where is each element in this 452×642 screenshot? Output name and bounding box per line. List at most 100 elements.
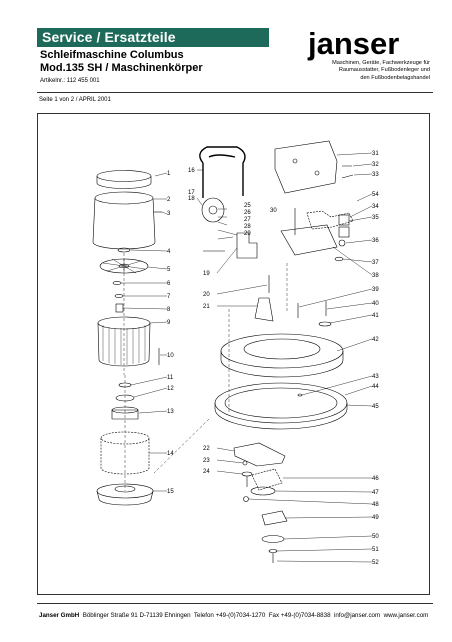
- callout: 39: [372, 287, 379, 293]
- callout: 1: [167, 171, 171, 177]
- part-motor-cover: [92, 197, 156, 250]
- callout: 40: [372, 301, 379, 307]
- callout: 17: [188, 190, 195, 196]
- footer-fax: Fax +49-(0)7034-8838: [268, 612, 331, 619]
- callouts-right: 31 32 33 54 34 35 36 37 38 39 40 41 42 4…: [372, 151, 379, 566]
- callout: 49: [372, 515, 379, 521]
- callout: 45: [372, 404, 379, 410]
- callout: 3: [167, 211, 171, 217]
- brand-description: Maschinen, Geräte, Fachwerkzeuge für Rau…: [280, 60, 430, 82]
- part-bracket-31: [274, 140, 338, 194]
- part-disc-47: [250, 486, 276, 496]
- part-ground-36: [338, 239, 346, 247]
- part-nut-6: [112, 281, 122, 285]
- title-line-2: Mod.135 SH / Maschinenkörper: [40, 62, 203, 74]
- leader-lines-right: [248, 152, 373, 563]
- callout: 20: [203, 292, 210, 298]
- part-washer-24: [241, 471, 253, 477]
- callout: 11: [167, 375, 174, 381]
- callout: 36: [372, 238, 379, 244]
- bracket-hole: [314, 170, 320, 176]
- part-guard-ring-45: [214, 403, 348, 430]
- callout: 24: [203, 469, 210, 475]
- part-motor-housing-ribs: [102, 325, 146, 365]
- callout: 35: [372, 215, 379, 221]
- callout: 43: [372, 374, 379, 380]
- leader-lines-left: [121, 172, 168, 492]
- callout: 34: [372, 204, 379, 210]
- callout: 22: [203, 446, 210, 452]
- callout: 54: [372, 192, 379, 198]
- part-stator-14: [100, 438, 150, 475]
- part-switch-box-38: [280, 224, 338, 256]
- construction-lines: [123, 253, 288, 491]
- callout: 23: [203, 458, 210, 464]
- callout: 15: [167, 489, 174, 495]
- footer-email[interactable]: info@janser.com: [333, 612, 381, 619]
- callout: 14: [167, 451, 174, 457]
- footer: Janser GmbH Böblinger Straße 91 D-71139 …: [39, 612, 428, 619]
- part-cap-ring-side: [96, 176, 152, 189]
- brand-desc-line: den Fußbodenbelagshandel: [360, 74, 430, 81]
- header-rule: [37, 92, 433, 93]
- callout: 5: [167, 267, 171, 273]
- callout: 30: [270, 208, 277, 214]
- footer-phone: Telefon +49-(0)7034-1270: [193, 612, 266, 619]
- footer-rule: [37, 603, 433, 604]
- article-number: Artikelnr.: 112 455 001: [40, 78, 100, 84]
- logo-text: janser: [307, 26, 399, 61]
- footer-company: Janser GmbH: [39, 612, 80, 619]
- callout: 6: [167, 281, 171, 287]
- part-housing-side-42: [220, 351, 344, 378]
- callout: 29: [244, 231, 251, 237]
- part-stator-14-top: [100, 431, 150, 445]
- diagram-frame: [37, 113, 430, 595]
- callout: 48: [372, 502, 379, 508]
- callout: 47: [372, 490, 379, 496]
- part-terminal-block: [236, 232, 258, 259]
- part-plate-22: [233, 442, 286, 467]
- bracket-hole: [292, 158, 298, 164]
- part-rotor-13: [111, 409, 139, 420]
- part-screw-43: [297, 393, 303, 397]
- callout: 46: [372, 476, 379, 482]
- footer-web[interactable]: www.janser.com: [383, 612, 429, 619]
- part-clamp-50: [261, 510, 288, 526]
- callout: 4: [167, 249, 171, 255]
- part-bearing-8: [115, 303, 124, 313]
- callout: 51: [372, 547, 379, 553]
- header-band: Service / Ersatzteile: [37, 28, 269, 47]
- part-disc-51: [261, 535, 285, 543]
- part-bracket-46: [251, 468, 283, 491]
- exploded-parts-diagram: 1 2 3 4 5 6 7 8 9 10 11 12 13 14 15 16 1…: [92, 140, 379, 566]
- callout: 21: [203, 304, 210, 310]
- part-guard-ring-44: [214, 382, 348, 424]
- callout: 9: [167, 320, 171, 326]
- part-bow-handle-16-top: [208, 154, 236, 158]
- callout: 32: [372, 162, 379, 168]
- part-cap-ring: [96, 170, 152, 182]
- part-motor-cover-top: [94, 191, 154, 205]
- callout: 52: [372, 560, 379, 566]
- part-capacitor-34: [338, 214, 350, 226]
- callout: 16: [188, 168, 195, 174]
- band-title: Service / Ersatzteile: [42, 29, 176, 45]
- part-housing-recess: [243, 338, 321, 360]
- callout: 38: [372, 273, 379, 279]
- part-guard-ring-inner: [224, 387, 338, 419]
- callout: 13: [167, 409, 174, 415]
- part-capacitor-35: [338, 226, 350, 238]
- callout: 44: [372, 384, 379, 390]
- leader-lines-middle: [196, 169, 268, 475]
- part-washer-7: [114, 294, 124, 298]
- janser-logo: janser: [307, 26, 399, 61]
- part-mount-plate: [306, 210, 354, 230]
- callout: 19: [203, 271, 210, 277]
- callout: 8: [167, 307, 171, 313]
- part-nut-41: [318, 321, 332, 327]
- callout: 28: [244, 224, 251, 230]
- part-bow-handle-16: [199, 146, 246, 198]
- part-nut-48: [243, 496, 249, 502]
- callout: 31: [372, 151, 379, 157]
- brand-desc-line: Raumausstatter, Fußbodenleger und: [338, 67, 430, 74]
